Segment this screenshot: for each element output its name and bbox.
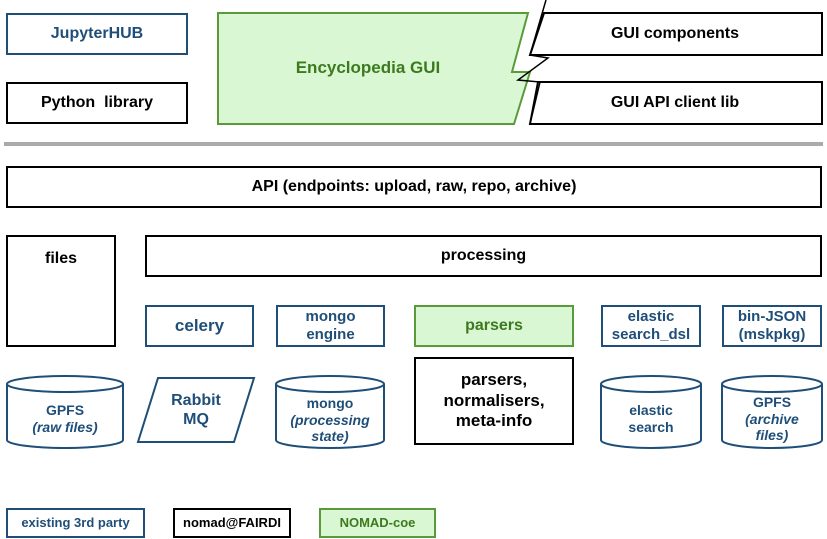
gui-components-label: GUI components [610,25,739,43]
jupyterhub-label: JupyterHUB [50,25,144,43]
gui-components-label-wrap: GUI components [540,13,810,55]
legend-nomad-fairdi: nomad@FAIRDI [173,508,291,538]
bin-json-box: bin-JSON (mskpkg) [722,305,822,347]
gpfs-raw-sub: (raw files) [32,419,98,435]
mongo-state-title: mongo [306,394,354,411]
mongo-state-cylinder [275,375,385,449]
parsers-normalisers-line1: parsers, [460,370,528,390]
celery-label: celery [174,315,225,335]
api-box: API (endpoints: upload, raw, repo, archi… [6,166,822,208]
legend-nomad-fairdi-label: nomad@FAIRDI [183,515,281,531]
mongo-engine-line2: engine [306,326,355,343]
celery-box: celery [145,305,254,347]
gpfs-archive-title: GPFS [752,393,792,410]
elastic-dsl-line1: elastic [627,308,675,325]
gpfs-archive-cylinder [721,375,823,449]
gpfs-raw-label: GPFS (raw files) [7,394,123,444]
elastic-search-line1: elastic [629,402,673,419]
legend-nomad-coe: NOMAD-coe [319,508,436,538]
mongo-engine-box: mongo engine [276,305,385,347]
rabbitmq-line1: Rabbit [171,391,221,409]
elastic-search-cylinder [600,375,702,449]
rabbitmq-line2: MQ [183,411,209,428]
gpfs-raw-title: GPFS [45,402,85,419]
gpfs-archive-sub2: files) [755,427,789,444]
processing-label: processing [440,247,527,265]
mongo-state-label: mongo (processing state) [276,392,384,448]
encyclopedia-gui-label-wrap: Encyclopedia GUI [218,13,518,124]
rabbitmq-label: Rabbit MQ [148,380,244,440]
elastic-search-dsl-box: elastic search_dsl [601,305,701,347]
separator-bar [4,142,823,146]
bin-json-line2: (mskpkg) [738,326,806,343]
python-library-box: Python library [6,82,188,124]
elastic-search-label: elastic search [601,394,701,444]
mongo-state-sub1: (processing [290,411,370,428]
elastic-search-line2: search [628,419,674,435]
legend-third-party-label: existing 3rd party [21,515,130,531]
files-label: files [44,250,77,267]
python-library-label: Python library [40,94,154,112]
gui-api-client-label: GUI API client lib [610,94,740,112]
api-label: API (endpoints: upload, raw, repo, archi… [251,178,577,196]
processing-box: processing [145,235,822,277]
bin-json-line1: bin-JSON [737,308,807,325]
gpfs-raw-cylinder [6,375,124,449]
parsers-normalisers-box: parsers, normalisers, meta-info [414,357,574,445]
rabbitmq-parallelogram [136,377,256,443]
gui-api-client-label-wrap: GUI API client lib [540,82,810,124]
parsers-normalisers-line2: normalisers, [443,390,545,410]
mongo-state-sub2: state) [311,428,349,445]
gpfs-archive-sub1: (archive [745,410,799,427]
jupyterhub-box: JupyterHUB [6,13,188,55]
parsers-coe-label: parsers [465,317,523,335]
encyclopedia-gui-label: Encyclopedia GUI [295,58,441,78]
mongo-engine-line1: mongo [305,308,356,325]
files-box: files [6,235,116,347]
parsers-normalisers-line3: meta-info [455,411,533,431]
legend-nomad-coe-label: NOMAD-coe [339,515,416,531]
legend-third-party: existing 3rd party [6,508,145,538]
gpfs-archive-label: GPFS (archive files) [722,390,822,448]
elastic-dsl-line2: search_dsl [611,326,691,343]
parsers-coe-box: parsers [414,305,574,347]
